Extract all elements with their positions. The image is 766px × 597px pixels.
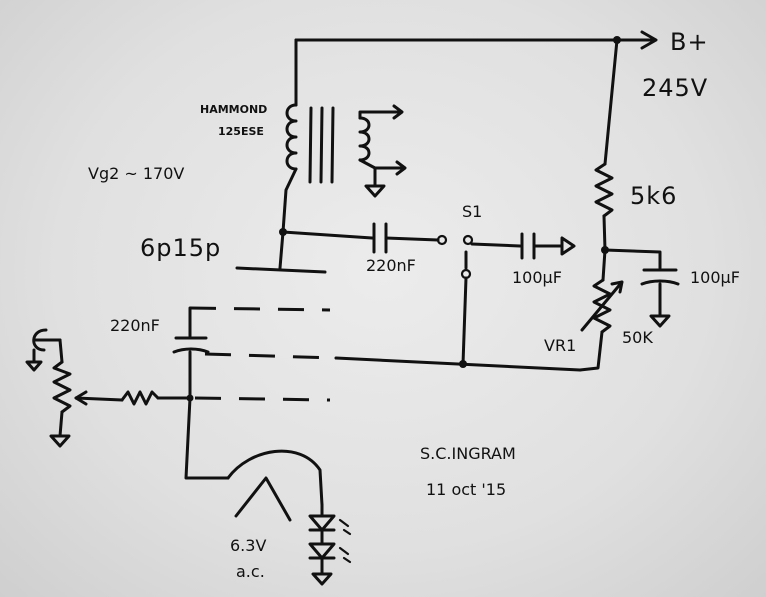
cathode-wire xyxy=(184,396,230,480)
screen-voltage-label: Vg2 ~ 170V xyxy=(88,164,185,183)
secondary-top-lead xyxy=(358,110,402,120)
input-cap-label: 220nF xyxy=(110,316,160,335)
secondary-top-arrow xyxy=(392,104,404,120)
decoupling-wire xyxy=(603,248,662,270)
input-cap-plates xyxy=(172,336,210,354)
switch-cap-wire xyxy=(470,242,522,248)
switch-contact-b xyxy=(462,234,474,246)
primary-bottom-lead xyxy=(281,167,298,234)
coupling-wire-2 xyxy=(384,236,440,242)
grid-input-wire-2 xyxy=(74,396,124,402)
input-jack-ground xyxy=(25,348,43,372)
led-2 xyxy=(308,528,336,560)
coupling-wire xyxy=(281,230,374,240)
input-pot-upper xyxy=(58,338,64,364)
dropping-resistor-label: 5k6 xyxy=(630,182,678,210)
bplus-label: B+ xyxy=(670,28,709,56)
tube-label: 6p15p xyxy=(140,234,222,262)
input-pot-lower xyxy=(58,410,64,438)
coupling-cap-label: 220nF xyxy=(366,256,416,275)
switch-cap-label: 100µF xyxy=(512,268,562,287)
date-label: 11 oct '15 xyxy=(426,480,507,499)
screen-grid-wire xyxy=(334,356,582,372)
tube-anode-plate xyxy=(235,266,327,274)
switch-cap-plates xyxy=(520,232,536,260)
pot-wiper-arrow xyxy=(580,280,624,332)
secondary-bottom-arrow xyxy=(395,160,407,176)
coupling-cap-plates xyxy=(372,222,388,254)
pot-lower-lead xyxy=(578,330,604,372)
input-pot-ground xyxy=(49,434,71,448)
led-ground xyxy=(311,556,333,586)
decoupling-cap-plates xyxy=(640,268,680,286)
input-pot xyxy=(52,360,72,414)
tube-grid-2 xyxy=(204,352,336,360)
supply-voltage-label: 245V xyxy=(642,74,709,102)
transformer-primary-coil xyxy=(285,103,298,171)
switch-label: S1 xyxy=(462,202,483,221)
transformer-secondary-coil xyxy=(358,116,371,162)
decoupling-cap-label: 100µF xyxy=(690,268,740,287)
secondary-ground xyxy=(364,166,386,198)
screen-grid-junction xyxy=(459,360,467,368)
pot-ref-label: VR1 xyxy=(544,336,577,355)
author-label: S.C.INGRAM xyxy=(420,444,516,463)
input-arrow xyxy=(74,390,88,406)
led-1 xyxy=(308,503,336,532)
switch-to-screen xyxy=(461,276,468,366)
transformer-make-label: HAMMOND xyxy=(200,103,268,116)
tube-grid-3 xyxy=(194,396,331,402)
heater-ac-label: a.c. xyxy=(236,562,265,581)
led-1-rays xyxy=(338,518,352,536)
transformer-core xyxy=(308,106,335,184)
transformer-model-label: 125ESE xyxy=(218,125,264,138)
tube-heater xyxy=(226,449,324,507)
right-rail-upper xyxy=(603,38,619,166)
bplus-arrow xyxy=(640,30,658,50)
pot-value-label: 50K xyxy=(622,328,653,347)
switch-cap-ground xyxy=(560,236,576,256)
input-jack xyxy=(32,328,62,352)
decoupling-ground xyxy=(649,282,671,328)
right-rail-mid xyxy=(602,214,607,252)
resistor-5k6 xyxy=(594,162,614,218)
heater-voltage-label: 6.3V xyxy=(230,536,267,555)
anode-lead xyxy=(278,230,285,270)
led-2-rays xyxy=(338,546,352,564)
tube-grid-1 xyxy=(189,306,331,312)
pot-upper-lead xyxy=(601,248,607,282)
grid-stopper-resistor xyxy=(120,390,160,406)
heater-filament xyxy=(234,476,292,522)
switch-contact-a xyxy=(436,234,448,246)
